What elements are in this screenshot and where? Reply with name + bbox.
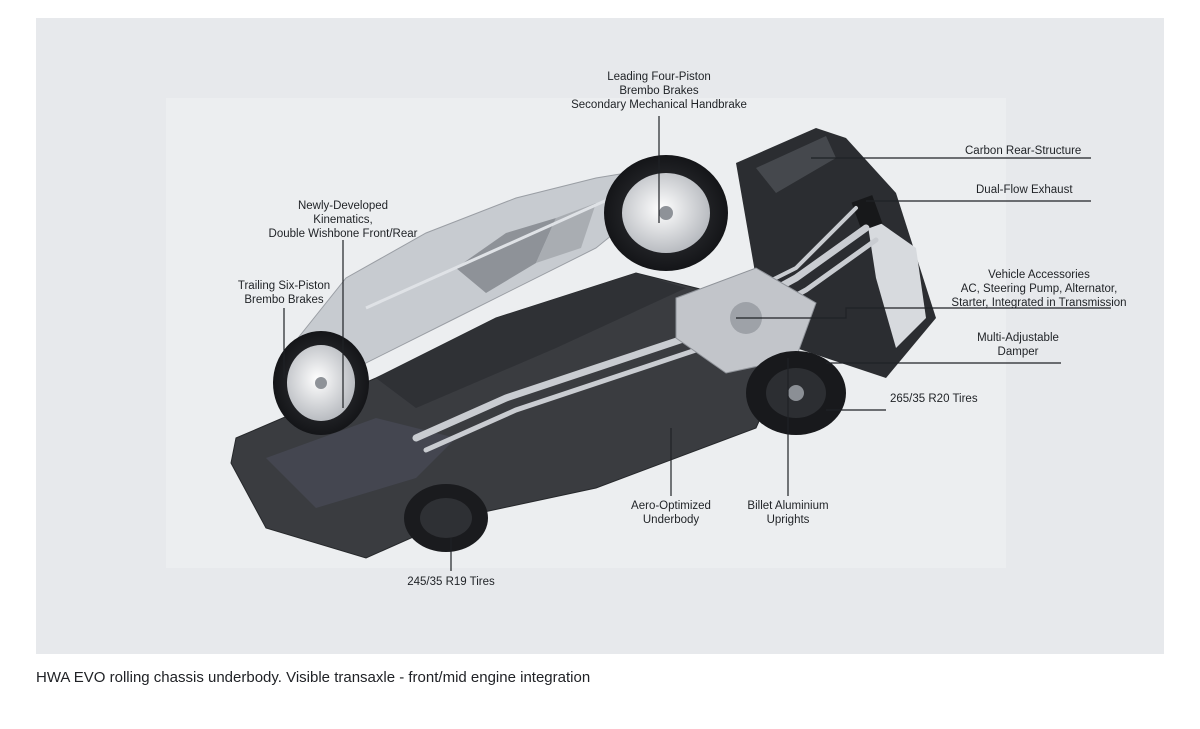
rear-wheel-left [273,331,369,435]
callout-tires-245: 245/35 R19 Tires [407,575,495,589]
callout-tires-265: 265/35 R20 Tires [890,392,978,406]
callout-damper: Multi-Adjustable Damper [977,331,1059,359]
callout-line: Brembo Brakes [244,294,324,306]
callout-line: Newly-Developed [297,200,389,212]
callout-line: Uprights [766,514,810,526]
callout-underbody: Aero-Optimized Underbody [631,499,711,527]
callout-line: Starter, Integrated in Transmission [951,297,1127,309]
front-wheel-lower [404,484,488,552]
callout-line: Underbody [642,514,700,526]
callout-line: Kinematics, [313,214,373,226]
callout-line: Dual-Flow Exhaust [976,184,1073,196]
figure-caption: HWA EVO rolling chassis underbody. Visib… [36,669,591,686]
callout-front-brakes: Leading Four-Piston Brembo Brakes Second… [571,70,747,112]
chassis-figure: Leading Four-Piston Brembo Brakes Second… [36,18,1164,654]
callout-uprights: Billet Aluminium Uprights [747,499,828,527]
callout-line: Damper [997,346,1039,358]
leader-lines [283,116,1111,571]
callout-line: Brembo Brakes [619,85,699,97]
callout-line: Trailing Six-Piston [237,280,331,292]
callout-kinematics: Newly-Developed Kinematics, Double Wishb… [269,199,418,241]
callout-line: 245/35 R19 Tires [407,576,495,588]
callout-line: Secondary Mechanical Handbrake [571,99,747,111]
callout-line: Aero-Optimized [631,500,711,512]
transaxle [675,267,817,374]
callout-line: Vehicle Accessories [988,269,1090,281]
callout-line: Double Wishbone Front/Rear [268,228,418,240]
callout-exhaust: Dual-Flow Exhaust [976,183,1073,197]
front-wheel-upper [604,155,728,271]
callout-rear-brakes: Trailing Six-Piston Brembo Brakes [238,279,330,307]
callout-line: Leading Four-Piston [607,71,711,83]
callout-line: 265/35 R20 Tires [890,393,978,405]
callout-accessories: Vehicle Accessories AC, Steering Pump, A… [951,268,1126,310]
underbody-floor [230,272,797,559]
callout-line: AC, Steering Pump, Alternator, [960,283,1118,295]
chassis-illustration [166,98,1111,571]
callout-line: Carbon Rear-Structure [965,145,1082,157]
callout-line: Billet Aluminium [747,500,829,512]
rear-wheel-right [746,351,846,435]
callout-rear-structure: Carbon Rear-Structure [965,144,1081,158]
callout-line: Multi-Adjustable [977,332,1059,344]
